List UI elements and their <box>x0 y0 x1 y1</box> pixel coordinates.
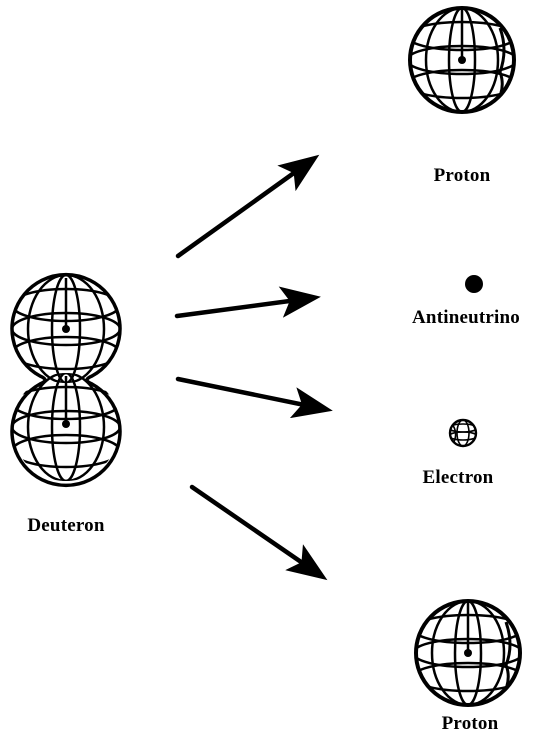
antineutrino-icon <box>465 275 483 293</box>
proton-bottom-label: Proton <box>442 713 499 735</box>
deuteron-label: Deuteron <box>27 515 104 537</box>
deuteron-icon <box>12 275 120 486</box>
arrow-to-proton-bottom <box>192 487 320 575</box>
proton-top-icon <box>407 8 517 112</box>
arrow-to-antineutrino <box>177 298 312 316</box>
electron-icon <box>449 420 477 446</box>
electron-label: Electron <box>423 467 494 489</box>
proton-bottom-icon <box>413 601 523 705</box>
arrow-to-electron <box>178 379 324 409</box>
arrow-to-proton-top <box>178 160 312 256</box>
proton-top-label: Proton <box>434 165 491 187</box>
antineutrino-label: Antineutrino <box>412 307 520 329</box>
